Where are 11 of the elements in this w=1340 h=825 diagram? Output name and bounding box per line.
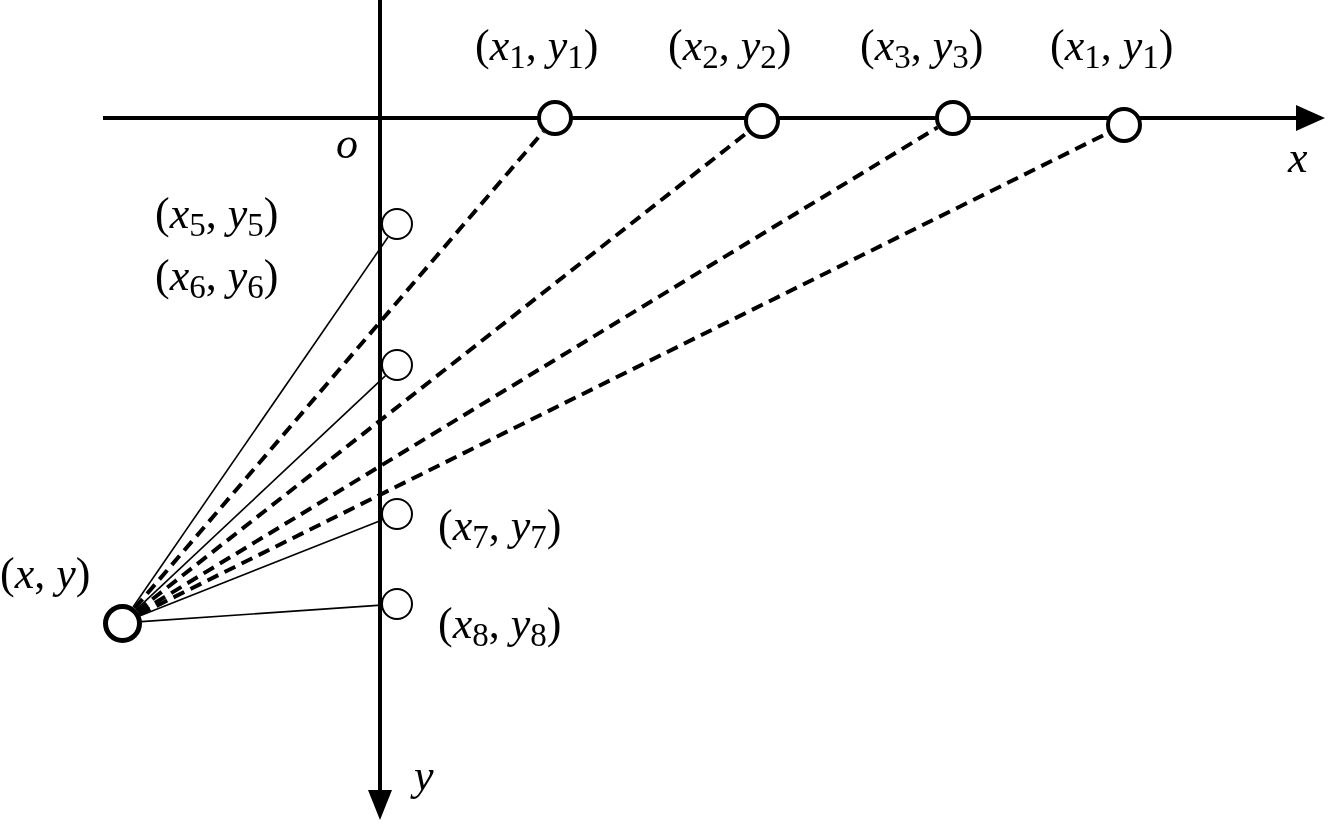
coordinate-label: (x, y) [0, 548, 91, 600]
coordinate-label: (x$_{1}$, y$_{1}$) [475, 20, 599, 72]
coordinate-label: (x$_{1}$, y$_{1}$) [1050, 20, 1174, 72]
axis-label: x [1288, 132, 1308, 184]
axis-label: o [336, 118, 358, 170]
coordinate-label: (x$_{6}$, y$_{6}$) [155, 250, 279, 302]
coordinate-label: (x$_{8}$, y$_{8}$) [438, 598, 562, 650]
coordinate-label: (x$_{2}$, y$_{2}$) [668, 20, 792, 72]
coordinate-label: (x$_{5}$, y$_{5}$) [155, 188, 279, 240]
coordinate-label: (x$_{3}$, y$_{3}$) [860, 20, 984, 72]
coordinate-label: (x$_{7}$, y$_{7}$) [438, 500, 562, 552]
